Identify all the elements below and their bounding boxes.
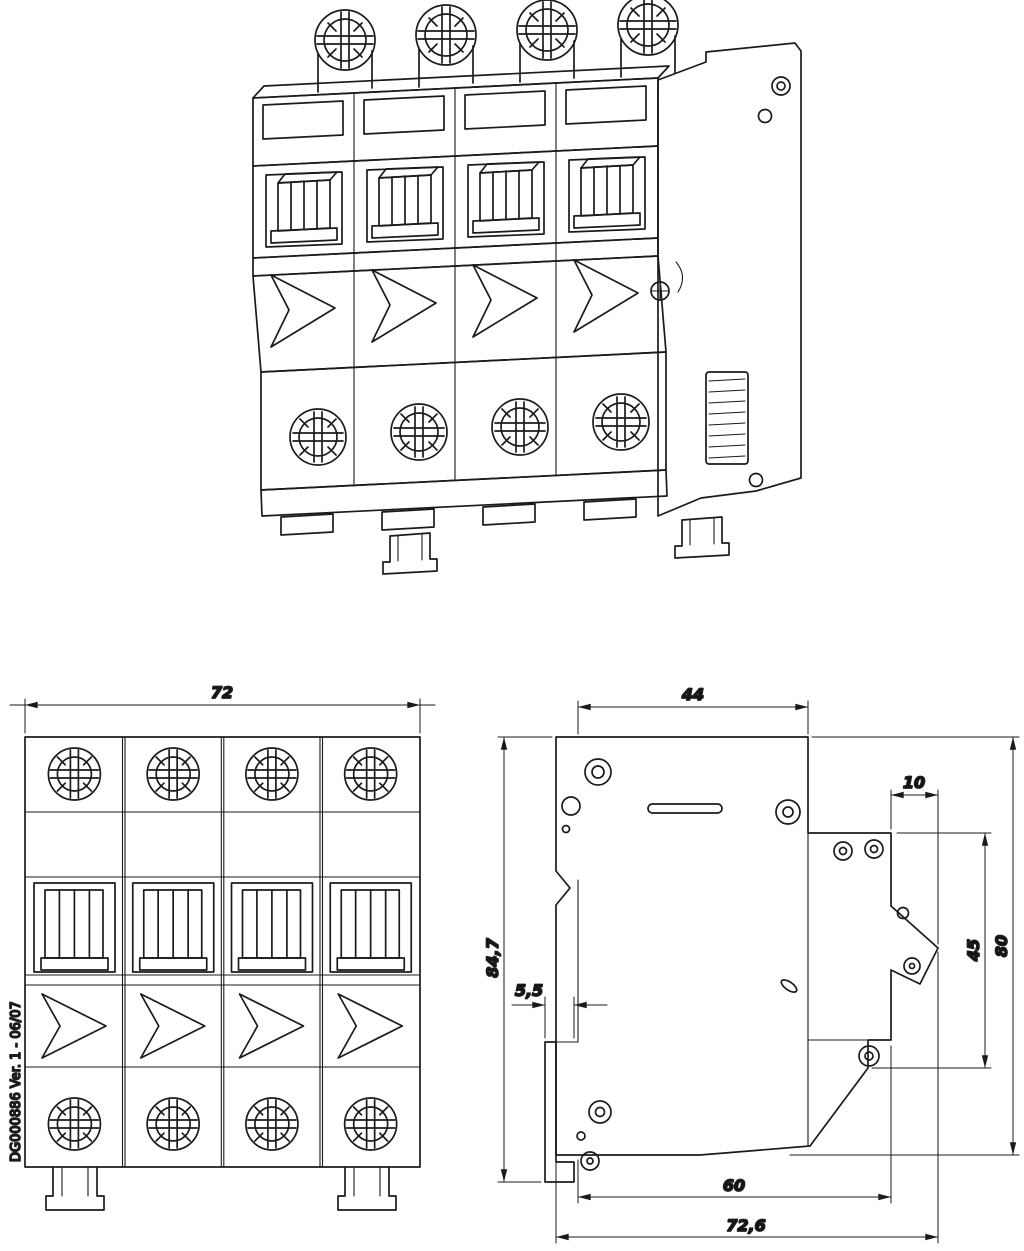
dim-72-6-label: 72,6 <box>726 1216 765 1235</box>
side-profile-outline <box>555 736 939 1156</box>
front-module-separators <box>121 736 324 1168</box>
dim-5-5 <box>511 996 608 1039</box>
terminal-hatch <box>708 378 746 459</box>
dim-44-label: 44 <box>681 685 704 704</box>
part-number-label: DG000886 Ver. 1 - 06/07 <box>9 1001 24 1162</box>
din-clip-slider <box>544 1041 575 1183</box>
dim-60-label: 60 <box>723 1176 745 1195</box>
dim-72-label: 72 <box>211 683 233 702</box>
side-view: 44 10 84,7 5,5 45 <box>482 684 1020 1244</box>
front-width-dimension <box>9 698 436 734</box>
front-modules <box>33 747 413 1151</box>
isometric-view <box>252 0 802 575</box>
front-view: 72 DG000886 Ver. 1 - 06/07 <box>8 682 436 1211</box>
front-horizontal-lines <box>24 811 421 1068</box>
dim-10 <box>890 789 939 945</box>
dim-84-7 <box>497 736 553 1183</box>
dim-10-label: 10 <box>903 773 925 792</box>
dim-45-label: 45 <box>964 939 983 962</box>
din-clips-iso <box>382 516 730 575</box>
side-internal-lines <box>544 832 869 1147</box>
dim-45 <box>871 832 992 1069</box>
din-clips-front <box>45 1166 397 1211</box>
dim-80 <box>789 736 1020 1156</box>
dim-72-6 <box>555 951 939 1244</box>
housing-bands <box>252 65 670 517</box>
dim-44 <box>577 700 809 735</box>
side-plate <box>650 42 802 517</box>
dim-84-7-label: 84,7 <box>483 937 502 977</box>
dim-80-label: 80 <box>992 935 1011 957</box>
side-details <box>561 758 921 1171</box>
dim-60 <box>577 1045 892 1204</box>
front-body-outline <box>24 736 421 1168</box>
dim-5-5-label: 5,5 <box>515 981 543 1000</box>
